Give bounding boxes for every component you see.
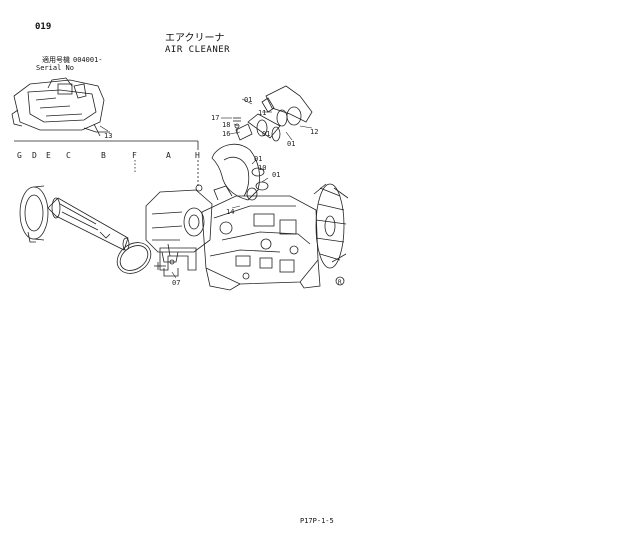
callout-10: 10 <box>258 164 266 172</box>
o-ring-seal <box>116 242 152 274</box>
filter-element <box>19 185 130 251</box>
column-label-h: H <box>195 151 200 160</box>
title-japanese: エアクリーナ <box>165 33 225 44</box>
leader-lines <box>99 98 313 279</box>
registered-mark-icon: R <box>335 276 345 286</box>
callout-01: 01 <box>262 130 270 138</box>
page-number: 019 <box>35 22 52 32</box>
serial-value: 004001- <box>73 56 103 64</box>
elbow-hose <box>211 143 269 201</box>
column-label-a: A <box>166 151 171 160</box>
column-labels: G D E C B F A H <box>17 151 200 160</box>
callout-07: 07 <box>172 279 180 287</box>
intake-hose-upper <box>233 85 313 142</box>
footer-code: P17P-1-5 <box>300 517 334 525</box>
mounting-bracket <box>159 247 197 277</box>
callout-12: 12 <box>310 128 318 136</box>
air-cleaner-housing <box>145 184 213 263</box>
callout-17: 17 <box>211 114 219 122</box>
column-label-g: G <box>17 151 22 160</box>
serial-label-english: Serial No <box>36 64 74 72</box>
callout-14: 14 <box>226 208 234 216</box>
column-label-c: C <box>66 151 71 160</box>
column-label-d: D <box>32 151 37 160</box>
column-label-e: E <box>46 151 51 160</box>
machine-overview-illustration <box>11 77 110 137</box>
column-ruler <box>14 140 199 186</box>
cooling-fan <box>313 183 349 269</box>
engine-block <box>201 185 321 291</box>
column-label-f: F <box>132 151 137 160</box>
serial-label-japanese: 適用号機 <box>42 56 70 64</box>
part-callouts: 13 01 11 17 18 16 01 12 01 01 10 01 14 0… <box>104 96 318 287</box>
title-english: AIR CLEANER <box>165 45 231 55</box>
callout-13: 13 <box>104 132 112 140</box>
callout-18: 18 <box>222 121 230 129</box>
callout-16: 16 <box>222 130 230 138</box>
bolt-part <box>154 262 166 270</box>
column-label-b: B <box>101 151 106 160</box>
svg-text:R: R <box>338 279 342 286</box>
callout-01: 01 <box>244 96 252 104</box>
callout-01: 01 <box>287 140 295 148</box>
callout-01: 01 <box>254 155 262 163</box>
callout-01: 01 <box>272 171 280 179</box>
callout-11: 11 <box>258 109 266 117</box>
